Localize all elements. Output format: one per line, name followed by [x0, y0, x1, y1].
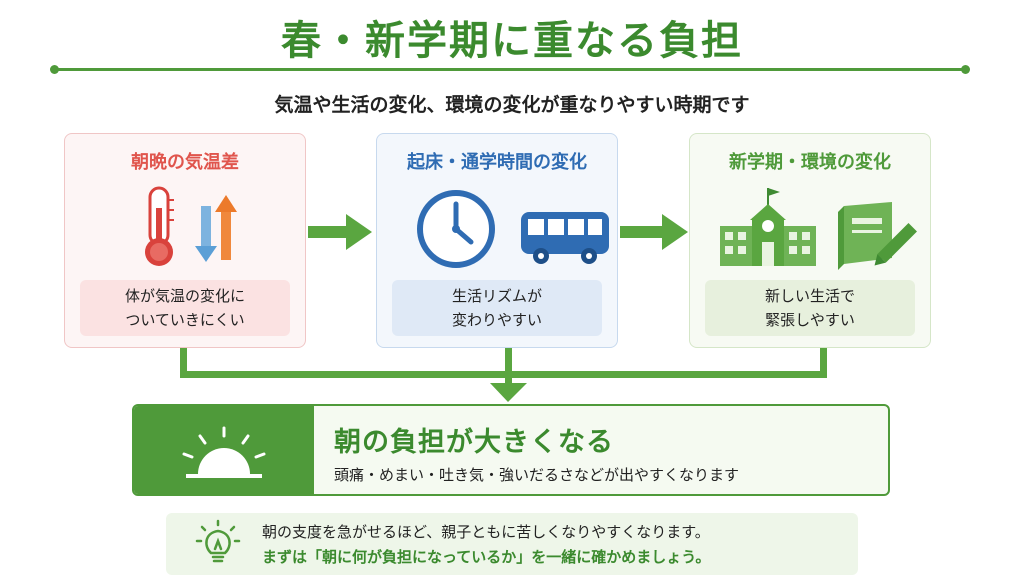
card-description: 体が気温の変化に ついていきにくい	[80, 280, 290, 336]
arrow-right-icon	[620, 214, 688, 250]
card-desc-line: 変わりやすい	[451, 311, 542, 329]
advice-box: 朝の支度を急がせるほど、親子ともに苦しくなりやすくなります。 まずは「朝に何が負…	[166, 513, 858, 575]
school-icon	[720, 188, 816, 266]
result-title: 朝の負担が大きくなる	[334, 427, 614, 458]
result-icon-band	[134, 406, 314, 494]
result-box: 朝の負担が大きくなる 頭痛・めまい・吐き気・強いだるさなどが出やすくなります	[132, 404, 890, 496]
bus-icon	[521, 212, 609, 264]
page-subtitle: 気温や生活の変化、環境の変化が重なりやすい時期です	[274, 94, 750, 116]
lightbulb-icon	[195, 519, 241, 563]
temperature-arrows-icon	[195, 195, 237, 262]
divider-dot-left	[50, 65, 59, 74]
card-description: 新しい生活で 緊張しやすい	[705, 280, 915, 336]
notebook-pencil-icon	[838, 202, 917, 270]
card-title: 新学期・環境の変化	[729, 152, 891, 173]
card-description: 生活リズムが 変わりやすい	[392, 280, 602, 336]
clock-icon	[417, 190, 495, 268]
card-title: 起床・通学時間の変化	[407, 152, 587, 173]
page-title: 春・新学期に重なる負担	[281, 18, 743, 64]
card-temperature-difference: 朝晩の気温差 体が気温の変化に ついていきにくい	[64, 133, 306, 348]
card-desc-line: ついていきにくい	[125, 311, 245, 329]
advice-highlight: まずは「朝に何が負担になっているか」を一緒に確かめましょう。	[262, 548, 711, 566]
card-new-term-environment: 新学期・環境の変化 新しい生活で 緊張しやすい	[689, 133, 931, 348]
sunrise-icon	[182, 426, 266, 478]
card-wake-commute-change: 起床・通学時間の変化 生活リズムが 変わりやすい	[376, 133, 618, 348]
arrow-right-icon	[308, 214, 372, 250]
arrow-down-icon	[490, 383, 527, 402]
card-desc-line: 体が気温の変化に	[124, 287, 245, 305]
divider-dot-right	[961, 65, 970, 74]
result-description: 頭痛・めまい・吐き気・強いだるさなどが出やすくなります	[334, 466, 740, 484]
title-divider	[54, 68, 966, 71]
thermometer-icon	[145, 186, 174, 266]
card-desc-line: 新しい生活で	[764, 287, 855, 305]
advice-text: 朝の支度を急がせるほど、親子ともに苦しくなりやすくなります。	[262, 523, 710, 541]
card-desc-line: 緊張しやすい	[765, 311, 855, 329]
card-desc-line: 生活リズムが	[451, 287, 542, 305]
card-title: 朝晩の気温差	[131, 152, 239, 173]
